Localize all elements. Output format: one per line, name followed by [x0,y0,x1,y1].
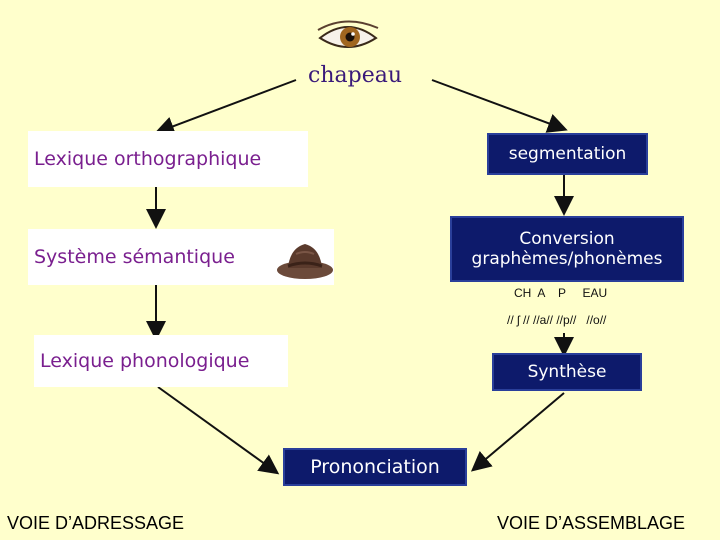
voie-adressage-label: VOIE D’ADRESSAGE [7,513,185,533]
arrow-phono-to-prononciation [157,386,280,475]
segmentation-label: segmentation [508,144,627,164]
synthese-label: Synthèse [527,362,607,382]
hat-icon [277,244,333,279]
arrow-word-to-segmentation [431,79,568,133]
conversion-box: Conversion graphèmes/phonèmes [450,216,684,282]
prononciation-label: Prononciation [310,456,440,478]
conversion-label-line2: graphèmes/phonèmes [471,249,663,269]
synthese-box: Synthèse [492,353,642,391]
eye-icon [317,20,379,48]
lexique-orthographique-box: Lexique orthographique [28,131,308,187]
systeme-semantique-label: Système sémantique [34,246,235,268]
lexique-phonologique-box: Lexique phonologique [34,335,288,387]
segmentation-box: segmentation [487,133,648,175]
graphemes-row: CH A P EAU [514,286,608,300]
arrow-word-to-lexique-ortho [154,79,297,136]
phonemes-row: // ʃ // //a// //p// //o// [507,313,607,327]
lexique-phonologique-label: Lexique phonologique [40,350,250,372]
prononciation-box: Prononciation [283,448,467,486]
systeme-semantique-box: Système sémantique [28,229,334,285]
voie-assemblage-label: VOIE D’ASSEMBLAGE [497,513,686,533]
input-word: chapeau [308,63,402,88]
conversion-label-line1: Conversion [519,229,615,249]
arrow-synthese-to-prononciation [470,392,565,472]
lexique-orthographique-label: Lexique orthographique [34,148,262,170]
